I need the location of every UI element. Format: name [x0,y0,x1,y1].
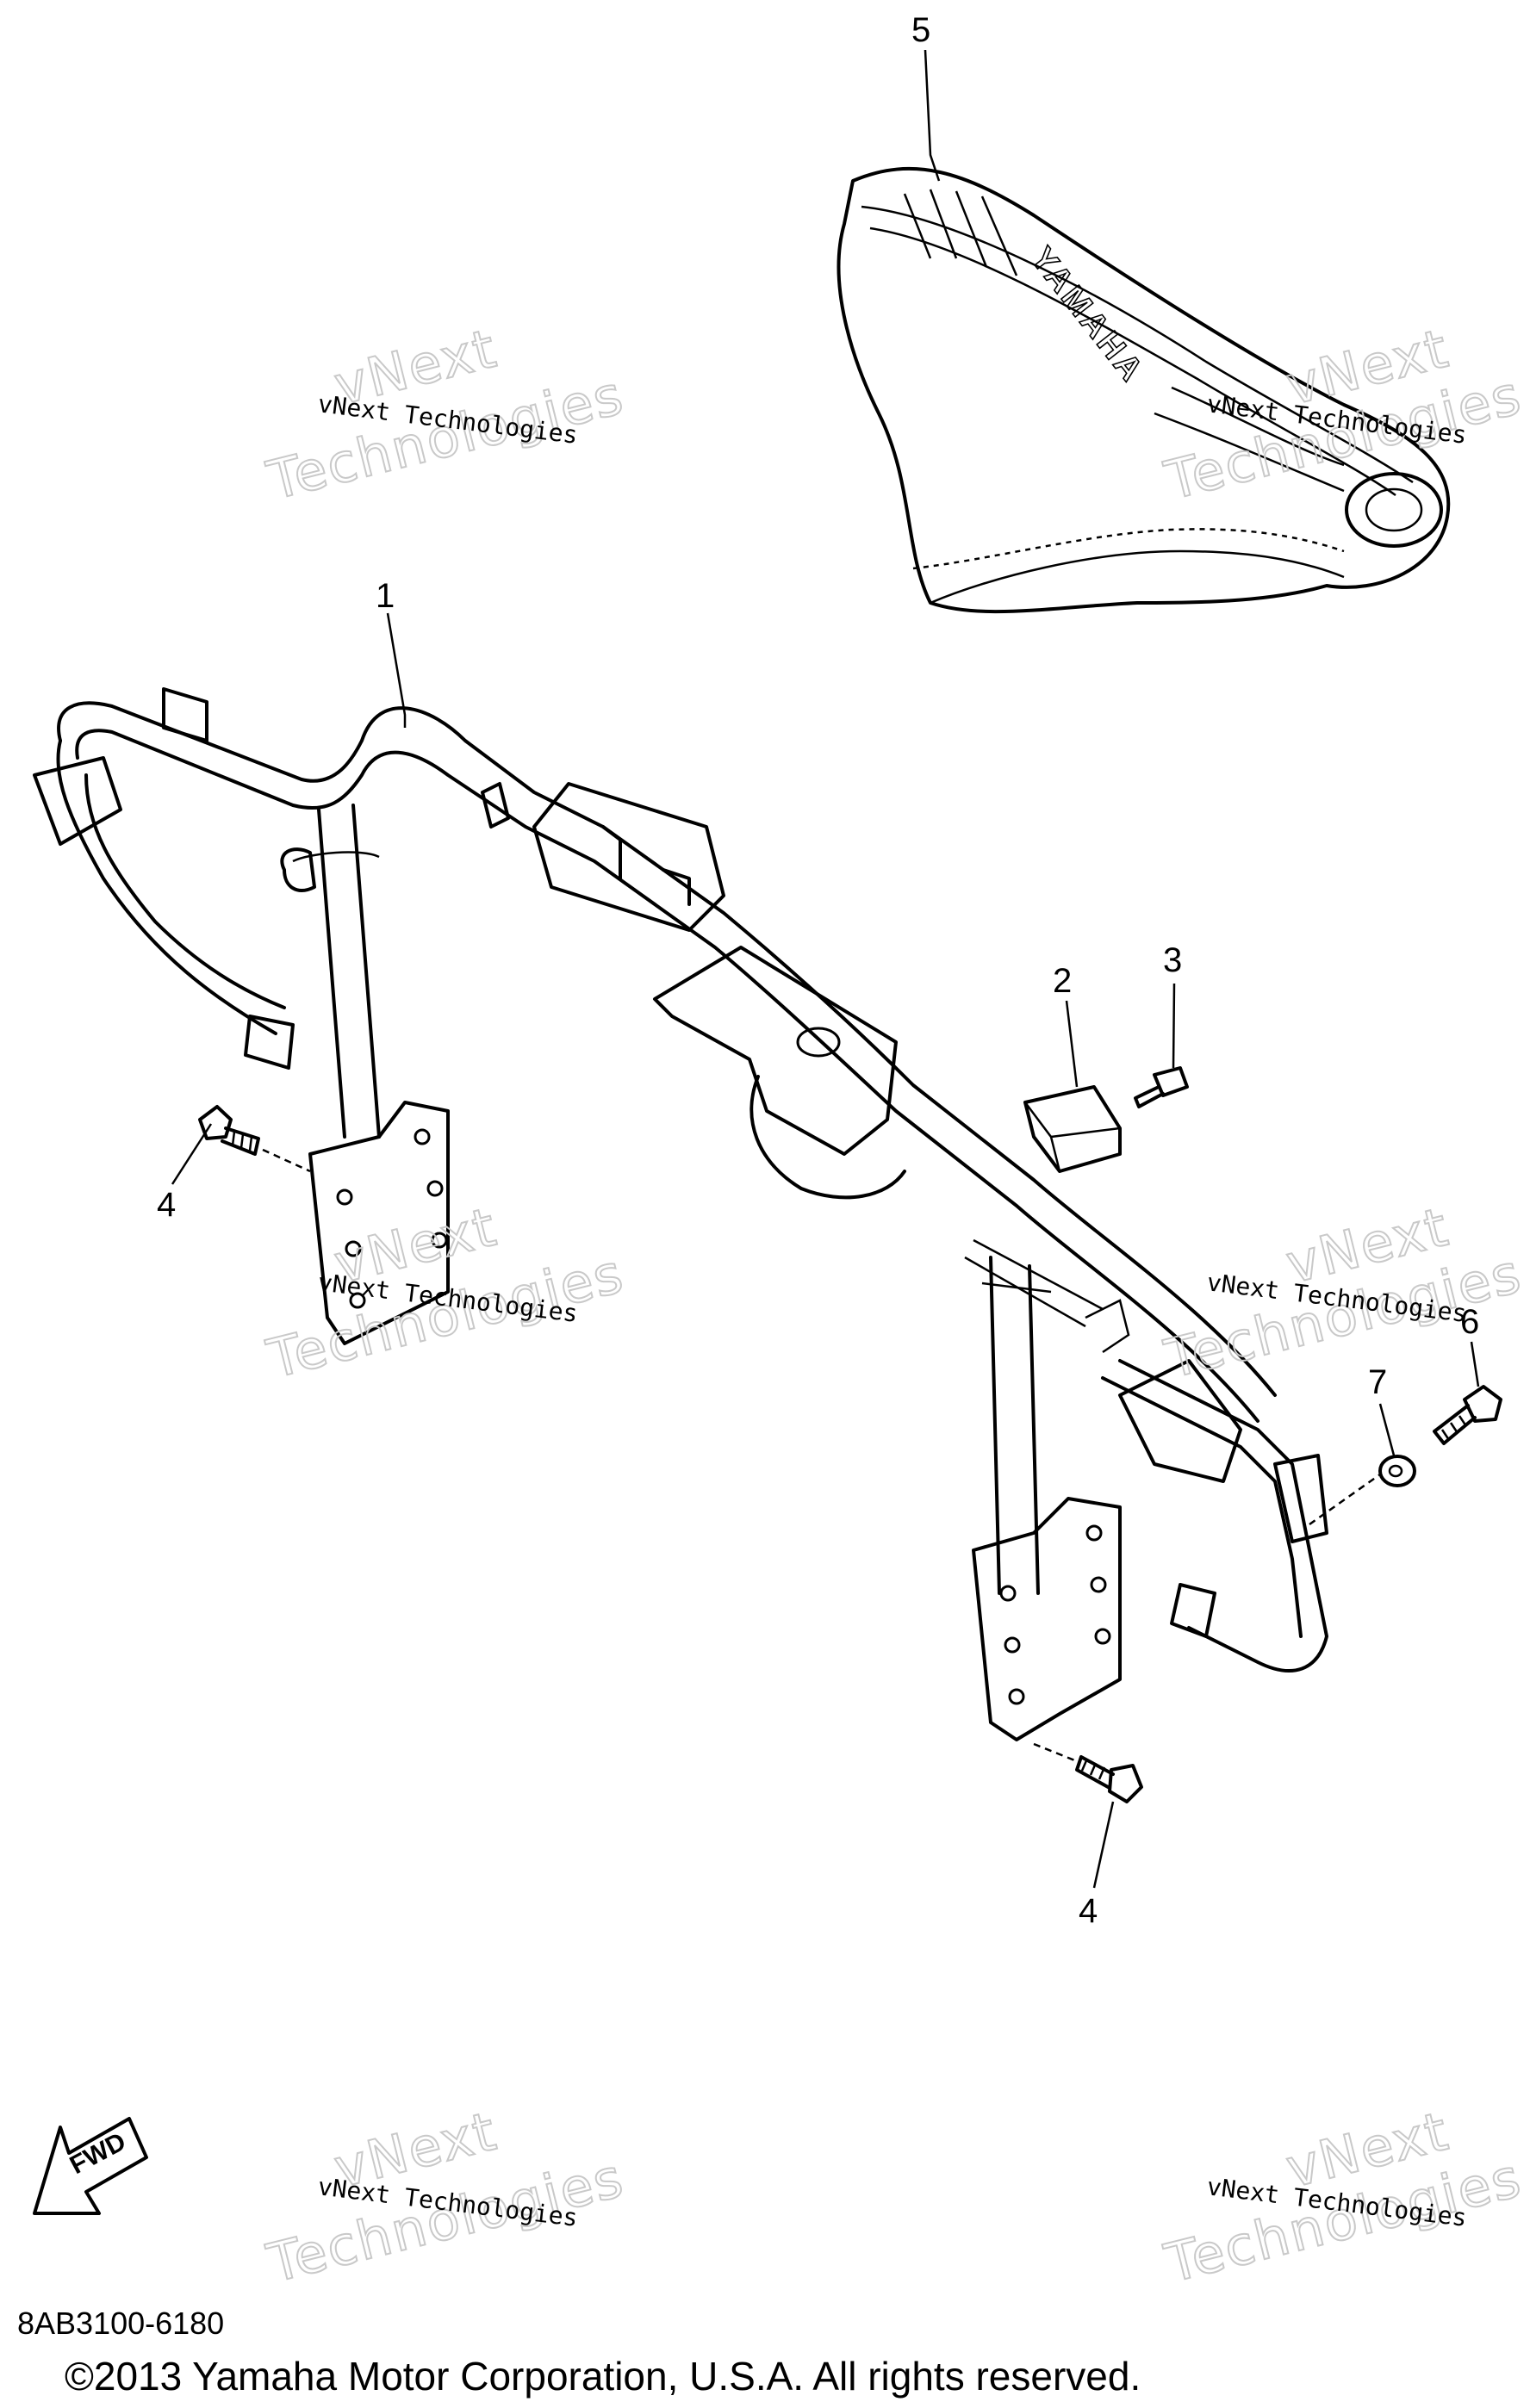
washer-part [1378,1455,1416,1487]
watermark-top-right: vNext Technologies vNext Technologies [1158,315,1528,512]
callout-2: 2 [1053,962,1072,1000]
callout-5: 5 [911,11,930,49]
callout-3: 3 [1163,941,1182,979]
callout-7: 7 [1368,1363,1387,1401]
watermark-bottom-right: vNext Technologies vNext Technologies [1158,2098,1528,2295]
bolt-right-part [1075,1755,1143,1803]
watermark-top-left: vNext Technologies vNext Technologies [260,315,631,512]
callout-1: 1 [376,577,395,615]
callout-6: 6 [1460,1303,1479,1341]
copyright-notice: ©2013 Yamaha Motor Corporation, U.S.A. A… [65,2354,1141,2399]
bolt-six-part [1433,1385,1502,1445]
watermark-middle-right: vNext Technologies vNext Technologies [1158,1194,1528,1391]
block-part [1023,1085,1122,1173]
fwd-arrow-icon: FWD [33,2117,148,2215]
callout-4-right: 4 [1079,1892,1098,1930]
screw-part [1134,1066,1189,1108]
frame-part [33,687,1328,1741]
callout-4-left: 4 [157,1186,176,1224]
watermark-bottom-left: vNext Technologies vNext Technologies [260,2098,631,2295]
diagram-code: 8AB3100-6180 [17,2306,224,2341]
leader-lines [171,49,1480,1889]
bolt-left-part [198,1105,260,1156]
